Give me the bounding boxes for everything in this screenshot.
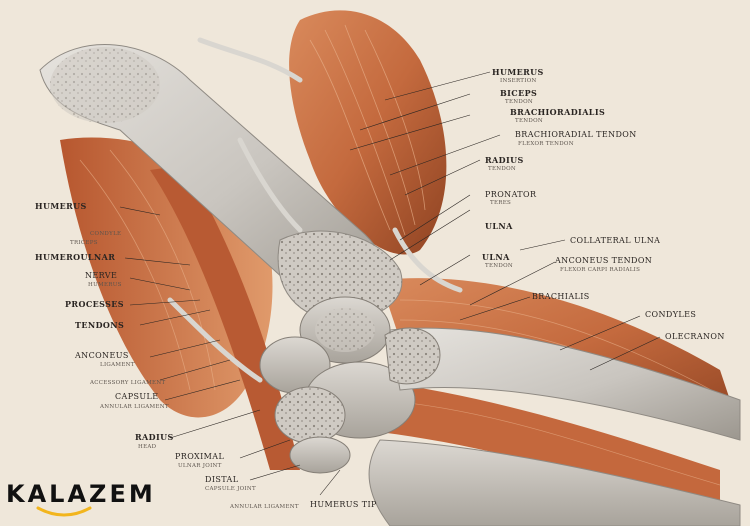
brachioradialis-muscle xyxy=(150,165,300,470)
label-anconeus-tendon-sub: FLEXOR CARPI RADIALIS xyxy=(560,267,641,273)
label-humerus-insertion-sub: INSERTION xyxy=(500,78,537,84)
humerus-condyle xyxy=(277,230,403,321)
label-brachioradialis-sub: TENDON xyxy=(515,118,544,124)
label-humerus-tip: HUMERUS TIP xyxy=(310,500,377,509)
label-biceps-sub: TENDON xyxy=(505,99,534,105)
label-anconeus-sub: LIGAMENT xyxy=(100,362,135,368)
ulna-bone xyxy=(389,327,741,441)
label-humerus-left: HUMERUS xyxy=(35,201,87,211)
label-humerus-insertion: HUMERUS xyxy=(492,67,544,77)
brand-smile-icon xyxy=(36,506,92,517)
coronoid-bone xyxy=(289,436,351,474)
label-collateral-ulna: COLLATERAL ULNA xyxy=(570,236,661,245)
humerus-head-texture xyxy=(50,47,160,123)
label-triceps: TRICEPS xyxy=(70,240,98,246)
label-radius-head: RADIUS xyxy=(135,432,174,442)
tendons xyxy=(167,37,463,383)
brand-logo-text: KALAZEM xyxy=(6,480,156,508)
label-ulna: ULNA xyxy=(485,221,513,231)
label-anconeus: ANCONEUS xyxy=(75,351,129,360)
label-brachialis: BRACHIALIS xyxy=(532,292,590,301)
biceps-fibers xyxy=(309,24,426,236)
label-condyles: CONDYLES xyxy=(645,310,697,319)
label-biceps: BICEPS xyxy=(500,88,538,98)
label-ulna-tendon-sub: TENDON xyxy=(485,263,514,269)
label-distal-sub: CAPSULE JOINT xyxy=(205,486,256,492)
label-accessory-ligament: ACCESSORY LIGAMENT xyxy=(90,380,166,386)
label-processes: PROCESSES xyxy=(65,299,124,309)
label-triceps-sub-top: CONDYLE xyxy=(90,231,122,237)
label-olecranon: OLECRANON xyxy=(665,332,725,341)
label-radius-tendon: RADIUS xyxy=(485,155,524,165)
brand-logo: KALAZEM xyxy=(6,478,166,518)
label-nerve-sub: HUMERUS xyxy=(88,282,122,288)
label-proximal-sub: ULNAR JOINT xyxy=(178,463,222,469)
label-pronator: PRONATOR xyxy=(485,190,537,199)
label-ulna-tendon: ULNA xyxy=(482,252,510,262)
label-proximal: PROXIMAL xyxy=(175,452,225,461)
forearm-flexor-muscles xyxy=(360,380,720,505)
label-nerve: NERVE xyxy=(85,271,118,280)
label-annular-ligament: ANNULAR LIGAMENT xyxy=(230,504,299,510)
label-pronator-sub: TERES xyxy=(490,200,512,206)
label-brachioradial-tendon: BRACHIORADIAL TENDON xyxy=(515,130,637,139)
label-radius-tendon-sub: TENDON xyxy=(488,166,517,172)
ulna-head xyxy=(384,327,441,385)
radius-bone xyxy=(368,439,741,526)
radial-head-bone xyxy=(274,386,346,444)
label-brachioradialis: BRACHIORADIALIS xyxy=(510,107,606,117)
label-humeroulnar: HUMEROULNAR xyxy=(35,252,116,262)
label-capsule: CAPSULE xyxy=(115,392,159,401)
label-radius-head-sub: HEAD xyxy=(138,444,157,450)
trochlea-texture xyxy=(315,308,375,352)
leader-lines xyxy=(119,71,661,496)
label-brachioradial-tendon-sub: FLEXOR TENDON xyxy=(518,141,574,147)
label-anconeus-tendon: ANCONEUS TENDON xyxy=(555,256,653,265)
label-tendons: TENDONS xyxy=(75,320,125,330)
label-capsule-sub: ANNULAR LIGAMENT xyxy=(100,404,169,410)
label-distal: DISTAL xyxy=(205,475,239,484)
